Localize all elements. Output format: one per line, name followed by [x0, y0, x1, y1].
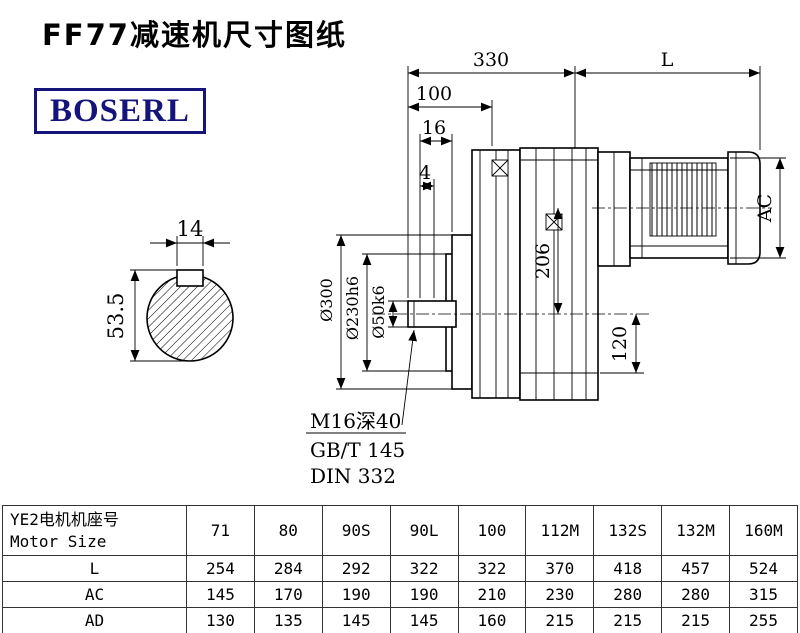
dim-dia230h6-label: Ø230h6: [343, 276, 362, 340]
table-row-L: L 254 284 292 322 322 370 418 457 524: [2, 555, 798, 582]
cell: 255: [729, 607, 798, 633]
shaft-section: 14 53.5: [104, 217, 234, 362]
table-row-AC: AC 145 170 190 190 210 230 280 280 315: [2, 581, 798, 608]
dim-120-label: 120: [609, 326, 631, 362]
cell: 215: [525, 607, 595, 633]
row-label-L: L: [2, 555, 187, 582]
keyway: [176, 269, 204, 287]
dim-4: 4: [419, 162, 435, 298]
dim-dia230h6: Ø230h6: [343, 253, 446, 372]
dim-key-width-label: 14: [177, 217, 204, 241]
shaft-circle: [146, 274, 234, 362]
frame-size-112M: 112M: [525, 505, 595, 556]
dim-100: 100: [408, 83, 493, 146]
row-label-AD: AD: [2, 607, 187, 633]
cell: 130: [186, 607, 255, 633]
cell: 370: [525, 555, 595, 582]
cell: 145: [389, 607, 459, 633]
cell: 322: [389, 555, 459, 582]
motor-size-header: YE2电机机座号 Motor Size: [2, 505, 187, 556]
frame-size-132M: 132M: [661, 505, 730, 556]
frame-size-71: 71: [186, 505, 255, 556]
dimension-table: YE2电机机座号 Motor Size 71 80 90S 90L 100 11…: [2, 505, 798, 633]
brand-logo: BOSERL: [34, 88, 206, 135]
dim-330: 330: [407, 49, 576, 298]
thread-note-line2: GB/T 145: [310, 438, 405, 462]
frame-size-100: 100: [457, 505, 527, 556]
cell: 280: [661, 581, 730, 608]
row-label-AC: AC: [2, 581, 187, 608]
motor-fins: [649, 162, 717, 237]
header-line1: YE2电机机座号: [10, 509, 119, 529]
cell: 322: [457, 555, 527, 582]
dim-AC-label: AC: [754, 194, 776, 223]
cell: 170: [253, 581, 323, 608]
page-title: FF77减速机尺寸图纸: [42, 18, 347, 52]
cell: 524: [729, 555, 798, 582]
dim-L: L: [575, 49, 761, 150]
dim-120: 120: [600, 314, 644, 374]
header-line2: Motor Size: [10, 531, 107, 551]
frame-size-132S: 132S: [593, 505, 663, 556]
dim-shaft-height: 53.5: [104, 269, 186, 362]
dim-dia300-label: Ø300: [317, 278, 336, 322]
cell: 230: [525, 581, 595, 608]
cell: 135: [253, 607, 323, 633]
table-header-row: YE2电机机座号 Motor Size 71 80 90S 90L 100 11…: [2, 505, 798, 556]
cell: 315: [729, 581, 798, 608]
dim-dia300: Ø300: [317, 234, 452, 390]
cell: 280: [593, 581, 663, 608]
dim-100-label: 100: [416, 83, 452, 105]
thread-note-line1: M16深40: [310, 409, 401, 433]
dim-16-label: 16: [422, 117, 446, 139]
dim-330-label: 330: [473, 49, 509, 71]
dim-key-width: 14: [150, 217, 230, 266]
thread-note-line3: DIN 332: [310, 464, 396, 488]
cell: 215: [661, 607, 730, 633]
frame-size-160M: 160M: [729, 505, 798, 556]
cell: 457: [661, 555, 730, 582]
dim-16: 16: [419, 117, 453, 298]
cell: 418: [593, 555, 663, 582]
cell: 292: [321, 555, 391, 582]
cell: 190: [321, 581, 391, 608]
thread-note: M16深40 GB/T 145 DIN 332: [306, 329, 417, 488]
bolt-hole-icon: [545, 213, 563, 231]
dim-206: 206: [532, 208, 563, 314]
cell: 190: [389, 581, 459, 608]
frame-size-90S: 90S: [321, 505, 391, 556]
frame-size-90L: 90L: [389, 505, 459, 556]
cell: 145: [321, 607, 391, 633]
cell: 210: [457, 581, 527, 608]
cell: 284: [253, 555, 323, 582]
dim-L-label: L: [661, 49, 674, 71]
cell: 254: [186, 555, 255, 582]
dim-4-label: 4: [419, 162, 431, 184]
reducer-side-view: [372, 147, 772, 401]
dim-206-label: 206: [532, 243, 554, 279]
motor: [629, 151, 761, 265]
cell: 160: [457, 607, 527, 633]
table-row-AD: AD 130 135 145 145 160 215 215 215 255: [2, 607, 798, 633]
frame-size-80: 80: [253, 505, 323, 556]
dim-AC: AC: [730, 157, 786, 259]
cell: 215: [593, 607, 663, 633]
technical-drawing: 330 L 100 16 4 AC: [104, 49, 786, 488]
dim-shaft-height-label: 53.5: [104, 293, 128, 340]
cell: 145: [186, 581, 255, 608]
dim-dia50k6: Ø50k6: [369, 285, 408, 339]
bolt-hole-icon: [491, 159, 509, 177]
dim-dia50k6-label: Ø50k6: [369, 285, 388, 338]
